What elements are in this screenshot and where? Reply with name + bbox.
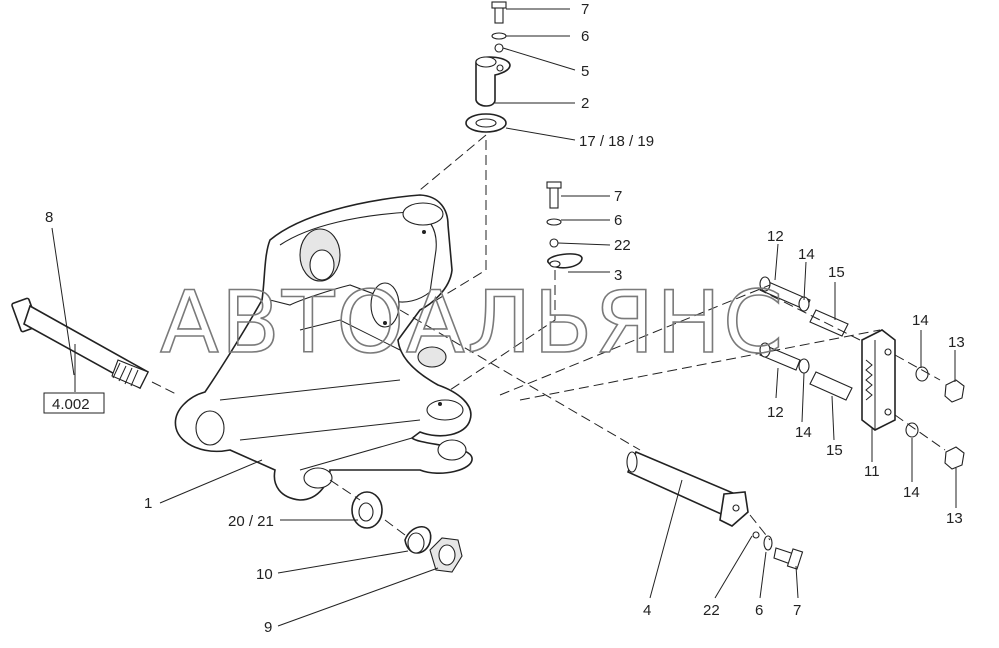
assembly-center-lines xyxy=(151,134,946,541)
label-4-002: 4.002 xyxy=(52,396,90,413)
label-22-mid: 22 xyxy=(614,237,631,254)
label-6-mid: 6 xyxy=(614,212,622,229)
watermark-text: АВТОАЛЬЯНС xyxy=(160,273,785,373)
reference-box xyxy=(43,392,105,414)
label-15-top: 15 xyxy=(828,264,845,281)
label-7-top: 7 xyxy=(581,1,589,18)
label-12-bottom: 12 xyxy=(767,404,784,421)
label-5: 5 xyxy=(581,63,589,80)
label-13-right-2: 13 xyxy=(946,510,963,527)
washers-and-nut xyxy=(351,491,463,573)
label-10: 10 xyxy=(256,566,273,583)
long-bolt-part-8 xyxy=(11,297,150,390)
part-labels: 7 6 5 2 17 / 18 / 19 7 6 22 3 8 4.002 1 … xyxy=(43,1,965,636)
label-17-18-19: 17 / 18 / 19 xyxy=(579,133,654,150)
label-20-21: 20 / 21 xyxy=(228,513,274,530)
swing-bracket-part xyxy=(174,194,473,501)
label-7-bottom: 7 xyxy=(793,602,801,619)
label-14-right-1: 14 xyxy=(912,312,929,329)
middle-pin-stack xyxy=(546,181,583,269)
label-3: 3 xyxy=(614,267,622,284)
label-22-bottom: 22 xyxy=(703,602,720,619)
label-15-bottom: 15 xyxy=(826,442,843,459)
label-7-mid: 7 xyxy=(614,188,622,205)
label-12-top: 12 xyxy=(767,228,784,245)
label-9: 9 xyxy=(264,619,272,636)
label-14-top: 14 xyxy=(798,246,815,263)
label-11: 11 xyxy=(864,463,880,480)
label-4: 4 xyxy=(643,602,651,619)
upper-pin-stack xyxy=(465,1,511,133)
label-13-right-1: 13 xyxy=(948,334,965,351)
label-14-bottom: 14 xyxy=(795,424,812,441)
label-2: 2 xyxy=(581,95,589,112)
label-6-top: 6 xyxy=(581,28,589,45)
label-6-bottom: 6 xyxy=(755,602,763,619)
label-1: 1 xyxy=(144,495,152,512)
label-14-right-2: 14 xyxy=(903,484,920,501)
label-8: 8 xyxy=(45,209,53,226)
pin-part-4 xyxy=(626,450,804,570)
leader-lines xyxy=(51,8,957,627)
